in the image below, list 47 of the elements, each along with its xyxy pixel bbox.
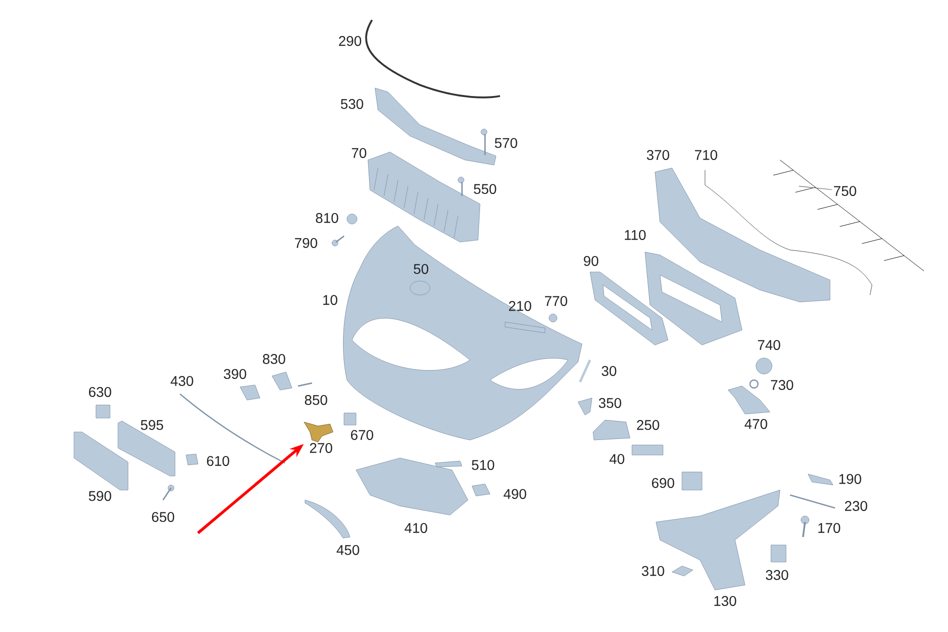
callout-number: 590 (88, 491, 112, 501)
callout-number: 230 (844, 501, 868, 511)
callout-number: 530 (340, 99, 364, 109)
callout-number: 370 (646, 150, 670, 160)
callout-number: 190 (839, 474, 862, 484)
callout-number: 290 (338, 36, 362, 46)
callout-number: 50 (414, 264, 428, 274)
callout-number: 710 (695, 150, 718, 160)
callout-number: 570 (494, 138, 518, 148)
callout-number: 650 (152, 512, 174, 522)
callout-number: 810 (316, 213, 338, 223)
callout-number: 770 (545, 296, 568, 306)
callout-number: 510 (472, 460, 494, 470)
callout-number: 550 (474, 184, 496, 194)
callout-number: 670 (351, 430, 374, 440)
callout-number: 850 (304, 395, 328, 405)
callout-number: 610 (207, 456, 230, 466)
callout-number: 350 (598, 398, 622, 408)
callout-number: 70 (352, 148, 366, 158)
callout-number: 450 (336, 545, 360, 555)
callout-number: 595 (140, 420, 164, 430)
callout-number: 470 (744, 419, 768, 429)
callout-number: 410 (404, 523, 428, 533)
callout-number: 790 (295, 238, 318, 248)
callout-number: 110 (624, 230, 646, 240)
callout-number: 130 (714, 596, 736, 606)
callout-number: 310 (642, 566, 664, 576)
callout-number: 210 (508, 301, 532, 311)
callout-number: 430 (170, 376, 194, 386)
callout-number: 170 (818, 523, 840, 533)
callout-number: 740 (758, 340, 780, 350)
callout-number: 630 (89, 387, 112, 397)
callout-number: 270 (310, 443, 332, 453)
callout-number: 90 (584, 256, 598, 266)
bracket-drawing (304, 422, 334, 442)
callout-number: 250 (636, 420, 660, 430)
wiring-harness-drawing (773, 160, 924, 272)
callout-number: 40 (610, 454, 624, 464)
callout-number: 330 (766, 570, 788, 580)
callout-number: 490 (504, 489, 526, 499)
callout-number: 690 (652, 478, 674, 488)
leader-line (798, 186, 832, 190)
callout-number: 390 (224, 369, 246, 379)
callout-number: 30 (602, 366, 616, 376)
callout-number: 10 (323, 295, 338, 305)
callout-number: 730 (771, 380, 794, 390)
callout-number: 830 (262, 354, 286, 364)
